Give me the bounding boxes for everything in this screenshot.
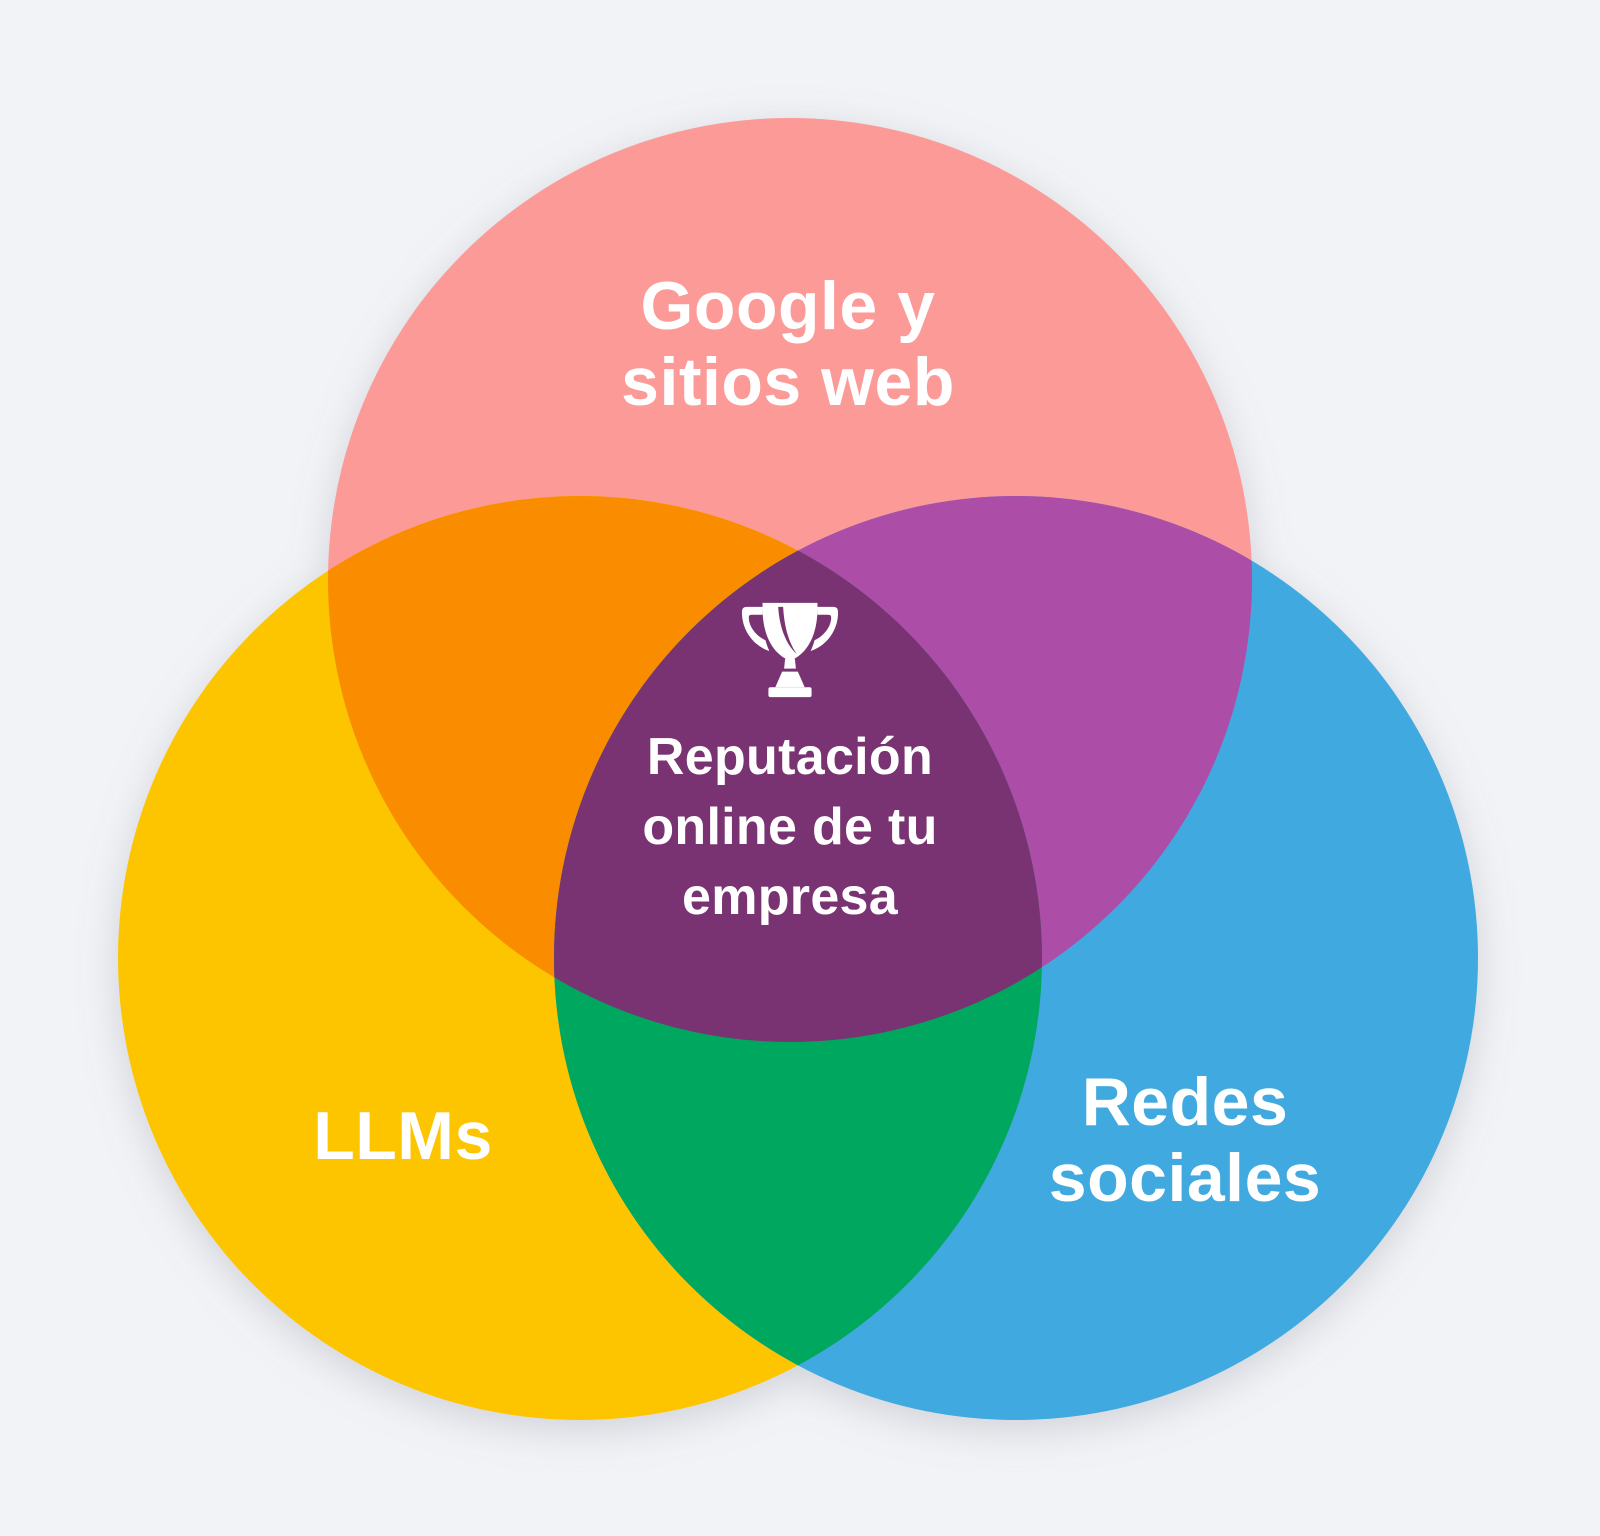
center-label: Reputación online de tu empresa [642,728,938,926]
redes-sociales-label: Redes sociales [1048,1064,1322,1216]
llms-label: LLMs [313,1098,493,1174]
google-sitios-web-label: Google y sitios web [621,268,955,420]
trophy-icon [739,598,841,702]
overlap-center [554,496,1042,1042]
